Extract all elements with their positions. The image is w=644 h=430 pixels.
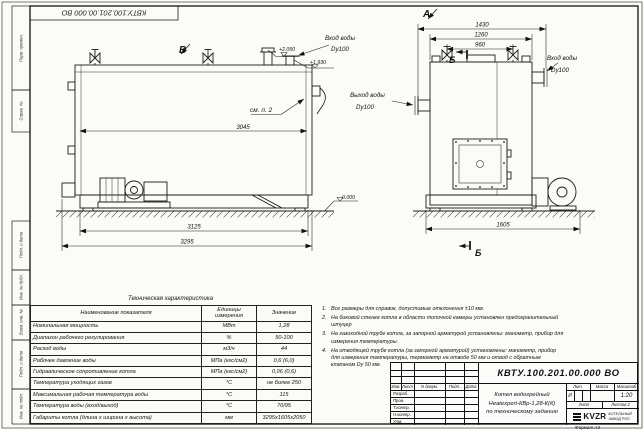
company-name: КОТЕЛЬНЫЙ ЗАВОД РЭП bbox=[608, 411, 632, 421]
margin-label-sprav-no: Справ. № bbox=[19, 101, 24, 120]
ground-line-side bbox=[56, 210, 334, 218]
margin-label-podp-data-1: Подп. и дата bbox=[19, 231, 24, 258]
tech-header-units: Единицы измерения bbox=[201, 304, 257, 322]
top-pipe-connections bbox=[260, 47, 298, 66]
front-inlet-dn: Dy100 bbox=[551, 67, 569, 74]
tech-header-value: Значение bbox=[256, 304, 312, 322]
front-outlet-dn: Dy100 bbox=[356, 104, 374, 111]
margin-label-inv-podl: Инв. № подл. bbox=[19, 393, 24, 419]
tech-header-name: Наименование показателя bbox=[30, 304, 202, 322]
valve-icon bbox=[202, 49, 214, 65]
elevation-zero: 0.000 bbox=[342, 195, 355, 201]
row-nkontr: Н.контр. bbox=[393, 412, 411, 417]
title-block: КВТУ.100.201.00.000 ВО Изм. Лист N докум… bbox=[390, 362, 639, 425]
margin-label-vzam-inv: Взам. инв. № bbox=[19, 309, 24, 335]
table-row: Габариты котла (длина х ширина х высота)… bbox=[30, 411, 312, 425]
section-label-bottom: Б bbox=[475, 248, 482, 258]
mass-label: Масса bbox=[595, 384, 609, 389]
valve-icon bbox=[89, 49, 101, 65]
front-outlet-label: Выход воды bbox=[350, 92, 385, 99]
row-prov: Пров. bbox=[393, 398, 405, 403]
tech-table-title: Техническая характеристика bbox=[128, 296, 213, 302]
tech-table: Наименование показателя Единицы измерени… bbox=[30, 304, 312, 425]
side-view-label: В bbox=[179, 45, 186, 56]
note-item: 3. На газоходной трубе котла, за запорно… bbox=[322, 331, 564, 345]
sheet-label: Лист bbox=[578, 402, 590, 407]
safety-branch-pipe bbox=[311, 85, 326, 115]
row-tkontr: Т.контр. bbox=[393, 405, 410, 410]
title-block-doc-number: КВТУ.100.201.00.000 ВО bbox=[497, 367, 620, 379]
col-data: Дата bbox=[465, 384, 477, 389]
elevation-top: +2.050 bbox=[279, 47, 295, 53]
dim-3295: 3295 bbox=[180, 240, 194, 246]
col-izm: Изм. bbox=[391, 384, 401, 389]
note-item: 1. Все размеры для справок, допустимые о… bbox=[322, 306, 485, 312]
elevation-mid: +1.930 bbox=[310, 60, 326, 66]
dim-1430: 1430 bbox=[475, 23, 489, 29]
dim-960: 960 bbox=[475, 43, 486, 49]
side-inlet-label: Вход воды bbox=[325, 35, 355, 42]
dim-3045: 3045 bbox=[236, 125, 250, 131]
dim-1260: 1260 bbox=[474, 33, 488, 39]
row-razrab: Разраб. bbox=[393, 391, 409, 396]
col-podp: Подп. bbox=[448, 384, 461, 389]
tech-characteristics: Техническая характеристика Наименование … bbox=[30, 296, 312, 425]
margin-label-perv-primen: Перв. примен. bbox=[19, 34, 24, 62]
company-cell: KVZR КОТЕЛЬНЫЙ ЗАВОД РЭП bbox=[566, 408, 639, 425]
kvzr-logo-icon bbox=[573, 412, 582, 421]
col-ndoc: N докум. bbox=[421, 384, 438, 389]
burner-pump-assembly bbox=[97, 177, 171, 209]
note-item: 4. На отводящей трубе котла (за запорной… bbox=[322, 347, 557, 368]
kvzr-logo-text: KVZR bbox=[583, 412, 607, 421]
inlet-pipe-flange bbox=[531, 68, 548, 87]
left-margin-labels: Перв. примен. Справ. № Подп. и дата Инв.… bbox=[19, 34, 24, 419]
dim-1605: 1605 bbox=[496, 223, 510, 229]
product-name: Котел водогрейный Heatexpert-КВр-1,28-К(… bbox=[478, 383, 566, 425]
product-line-2: Heatexpert-КВр-1,28-К(К) bbox=[488, 400, 556, 407]
side-inlet-dn: Dy100 bbox=[331, 46, 349, 53]
ground-line-front bbox=[413, 210, 595, 218]
see-note-label: см. п. 2 bbox=[250, 107, 273, 114]
sheets-label: Листов 2 bbox=[611, 402, 630, 407]
doc-number-rotated: КВТУ.100.201.00.000 ВО bbox=[61, 9, 146, 18]
drawing-labels: В см. п. 2 Вход воды Dy100 +2.050 +1.930… bbox=[179, 9, 577, 258]
row-utv: Утв. bbox=[393, 419, 403, 424]
scale-value: 1:20 bbox=[620, 392, 633, 399]
tech-table-header-row: Наименование показателя Единицы измерени… bbox=[30, 304, 312, 322]
product-line-3: по техническому заданию bbox=[486, 409, 558, 416]
lit-value: И bbox=[568, 392, 572, 399]
col-list: Лист bbox=[402, 384, 413, 389]
format-label: Формат А3 bbox=[574, 424, 601, 430]
dim-3125: 3125 bbox=[187, 225, 201, 231]
front-view-dimensions bbox=[391, 8, 581, 250]
furnace-door bbox=[452, 138, 512, 190]
product-line-1: Котел водогрейный bbox=[494, 391, 550, 398]
top-stamp: КВТУ.100.201.00.000 ВО bbox=[29, 5, 179, 21]
note-item: 2. На боковой стенке котла в области топ… bbox=[322, 315, 559, 329]
margin-label-inv-dubl: Инв. № дубл. bbox=[19, 274, 24, 300]
fan-assembly bbox=[531, 177, 577, 211]
notes-list: 1. Все размеры для справок, допустимые о… bbox=[322, 306, 564, 371]
side-view bbox=[61, 47, 326, 212]
section-label-top: Б bbox=[449, 55, 456, 65]
lit-label: Лит. bbox=[573, 384, 583, 389]
scale-label: Масштаб bbox=[616, 384, 637, 389]
front-view-label: А bbox=[422, 9, 430, 20]
outlet-pipe-flange bbox=[414, 96, 431, 115]
table-row: Диапазон рабочего регулирования%50-100 bbox=[30, 331, 312, 345]
margin-label-podp-data-2: Подп. и дата bbox=[19, 350, 24, 377]
side-view-dimensions bbox=[61, 43, 358, 251]
door-bolts bbox=[455, 140, 505, 188]
front-inlet-label: Вход воды bbox=[547, 55, 577, 62]
